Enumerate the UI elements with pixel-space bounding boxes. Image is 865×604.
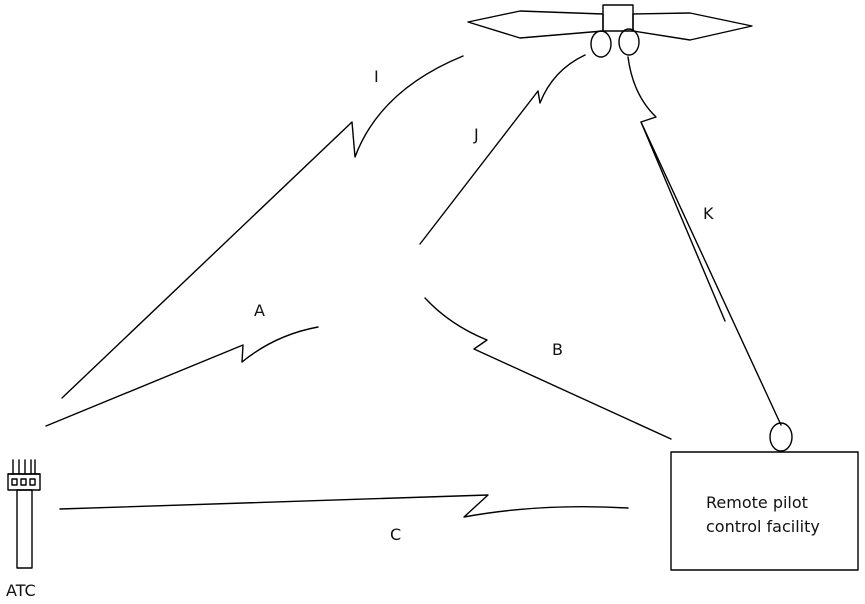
atc-tower: [8, 460, 40, 568]
link-j: [420, 55, 585, 244]
aircraft-fuselage: [603, 5, 633, 31]
label-c: C: [390, 525, 401, 544]
aircraft-antenna-right: [619, 29, 639, 55]
remotely-piloted-aircraft: [468, 5, 752, 57]
label-a: A: [254, 301, 265, 320]
link-i: [62, 56, 463, 398]
label-b: B: [552, 340, 563, 359]
link-k: [628, 57, 781, 425]
facility-antenna: [770, 423, 792, 451]
label-i: I: [374, 67, 379, 86]
aircraft-left-wing: [468, 11, 603, 38]
link-a: [46, 327, 318, 426]
link-c: [60, 495, 628, 517]
atc-label: ATC: [6, 581, 36, 600]
aircraft-antenna-left: [591, 31, 611, 57]
facility-label-line1: Remote pilot: [706, 493, 808, 512]
label-j: J: [473, 125, 479, 144]
label-k: K: [703, 204, 714, 223]
facility-label-line2: control facility: [706, 517, 820, 536]
link-b: [425, 298, 671, 439]
aircraft-right-wing: [633, 13, 752, 40]
